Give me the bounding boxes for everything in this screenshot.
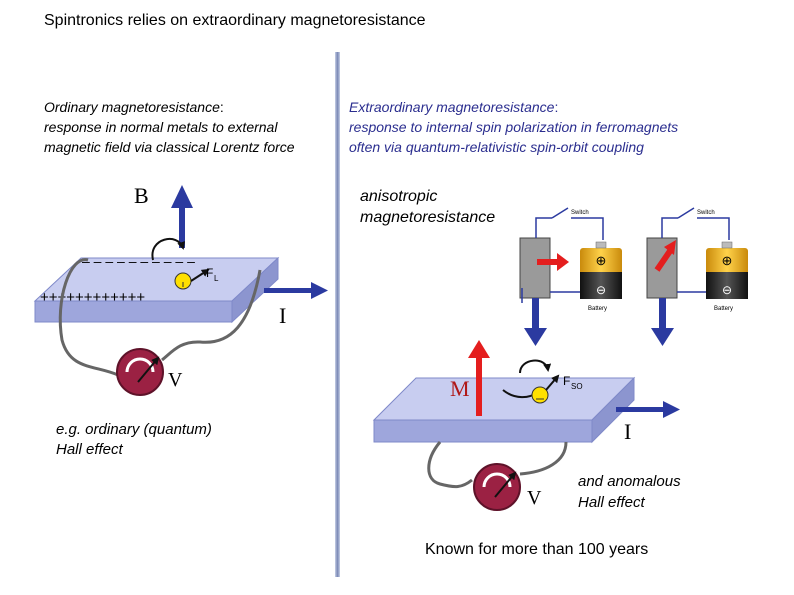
battery-label-2: Battery — [714, 306, 733, 312]
lorentz-force-arrow — [190, 268, 210, 282]
example-line2: Hall effect — [56, 441, 124, 458]
magnetization-label: M — [450, 376, 470, 401]
negative-charge-row: – – – – – – – – – – — [82, 253, 195, 269]
extraordinary-mr-line1: response to internal spin polarization i… — [349, 119, 679, 135]
battery-plus-1: ⊕ — [596, 253, 607, 268]
switch-label-1: Switch — [571, 210, 589, 216]
ordinary-mr-colon: : — [219, 99, 224, 115]
voltage-label-right: V — [527, 487, 542, 509]
current-arrow-right — [616, 401, 680, 418]
extraordinary-mr-heading: Extraordinary magnetoresistance — [349, 99, 555, 115]
ordinary-hall-diagram: B – – – – – – – – – – ++++++++++++ F L I — [33, 183, 328, 458]
voltmeter-left — [116, 348, 164, 396]
electron-trajectory — [151, 238, 186, 261]
column-divider — [335, 52, 340, 577]
magnetization-arrow — [468, 340, 490, 416]
lorentz-force-subscript: L — [214, 274, 219, 283]
footer-note: Known for more than 100 years — [425, 541, 648, 558]
battery-label-1: Battery — [588, 306, 607, 312]
ordinary-mr-line1: response in normal metals to external — [44, 119, 278, 135]
extraordinary-mr-description: Extraordinary magnetoresistance: respons… — [349, 97, 678, 157]
ordinary-mr-heading: Ordinary magnetoresistance — [44, 99, 220, 115]
current-label-right: I — [624, 419, 631, 444]
amr-label-line1: anisotropic — [360, 188, 437, 205]
ahe-label-line1: and anomalous — [578, 473, 681, 490]
current-arrow-left — [264, 282, 328, 299]
slide-title: Spintronics relies on extraordinary magn… — [44, 12, 426, 29]
extraordinary-mr-line2: often via quantum-relativistic spin-orbi… — [349, 139, 644, 155]
ordinary-mr-description: Ordinary magnetoresistance: response in … — [44, 97, 295, 157]
hall-bar-slab — [33, 256, 280, 324]
amr-label-line2: magnetoresistance — [360, 209, 495, 226]
switch-label-2: Switch — [697, 210, 715, 216]
sample-1 — [519, 237, 551, 299]
voltmeter-right — [473, 463, 521, 511]
ordinary-mr-line2: magnetic field via classical Lorentz for… — [44, 139, 295, 155]
lorentz-force-label: F — [206, 266, 213, 280]
amr-circuit-2: Switch ⊕ ⊖ Battery — [646, 207, 748, 346]
spin-orbit-force-label: F — [563, 374, 570, 388]
magnetic-field-arrow — [171, 185, 193, 248]
extraordinary-mr-colon: : — [554, 99, 559, 115]
battery-minus-2: ⊖ — [722, 283, 732, 297]
electron-trajectory-so — [519, 359, 552, 374]
spin-orbit-force-arrow — [545, 374, 560, 391]
amr-diagram: anisotropic magnetoresistance Switch ⊕ ⊖… — [360, 188, 748, 346]
voltage-label-left: V — [168, 369, 183, 391]
ahe-label-line2: Hall effect — [578, 494, 646, 511]
anomalous-hall-diagram: M F SO I V and anomalous Hall effect — [372, 340, 681, 511]
ferromagnet-slab — [372, 376, 636, 444]
current-label-left: I — [279, 303, 286, 328]
spin-orbit-force-subscript: SO — [571, 382, 583, 391]
voltmeter-wire-left — [58, 258, 119, 377]
example-line1: e.g. ordinary (quantum) — [56, 421, 212, 438]
voltmeter-wire-right — [161, 269, 262, 362]
field-label-b: B — [134, 183, 149, 208]
battery-plus-2: ⊕ — [722, 253, 733, 268]
positive-charge-row: ++++++++++++ — [40, 289, 145, 306]
voltmeter-wire-right-2 — [519, 441, 568, 476]
amr-circuit-1: Switch ⊕ ⊖ Battery — [519, 207, 622, 346]
voltmeter-wire-left-2 — [427, 441, 473, 489]
battery-minus-1: ⊖ — [596, 283, 606, 297]
